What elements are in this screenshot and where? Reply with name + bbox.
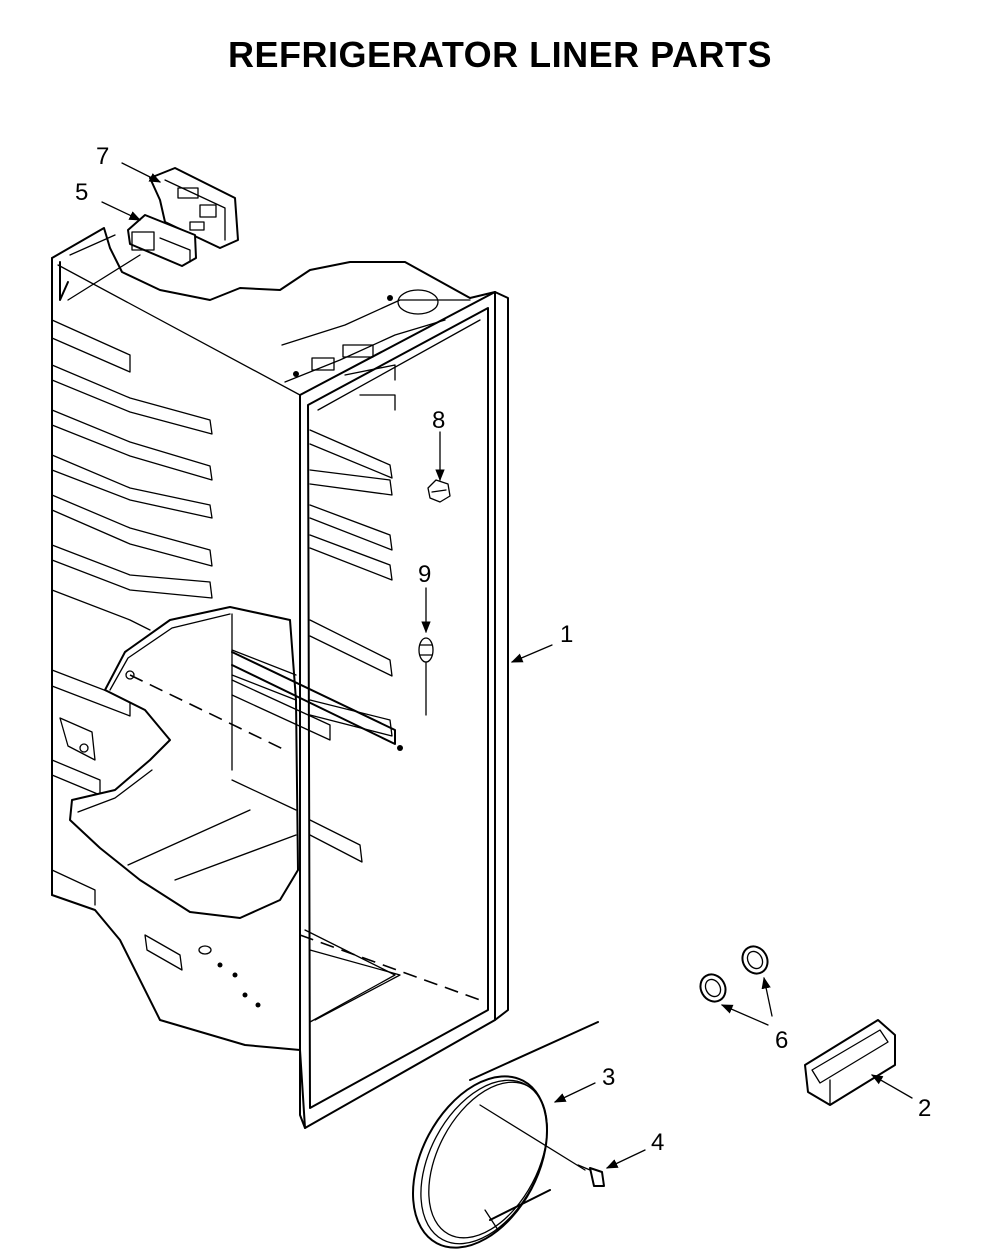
- leader-2: [870, 1074, 913, 1099]
- part-7-control-housing: [149, 167, 239, 249]
- leader-7: [121, 162, 162, 183]
- part-4-screw: [577, 1164, 605, 1187]
- callout-5: 5: [75, 179, 88, 206]
- left-shelf-rails: [51, 319, 213, 906]
- refrigerator-liner: [51, 227, 509, 1129]
- part-5-light-housing: [67, 214, 197, 301]
- leader-6a: [720, 1004, 769, 1026]
- callout-4: 4: [651, 1129, 664, 1156]
- part-3-water-tube: [412, 1021, 599, 1249]
- callout-9: 9: [418, 561, 431, 588]
- callout-2: 2: [918, 1095, 931, 1122]
- leader-1: [510, 644, 553, 663]
- part-9-pin: [418, 637, 434, 716]
- leader-3: [553, 1082, 596, 1103]
- part-2-trim: [804, 1019, 896, 1106]
- callout-3: 3: [602, 1064, 615, 1091]
- part-6-caps: [699, 945, 769, 1003]
- leader-lines: [101, 162, 913, 1169]
- callout-1: 1: [560, 621, 573, 648]
- leader-4: [605, 1149, 646, 1169]
- leader-5: [101, 201, 142, 221]
- leader-6b: [761, 976, 773, 1017]
- page-title: REFRIGERATOR LINER PARTS: [227, 34, 773, 75]
- callout-8: 8: [432, 407, 445, 434]
- callout-6: 6: [775, 1027, 788, 1054]
- callout-7: 7: [96, 143, 109, 170]
